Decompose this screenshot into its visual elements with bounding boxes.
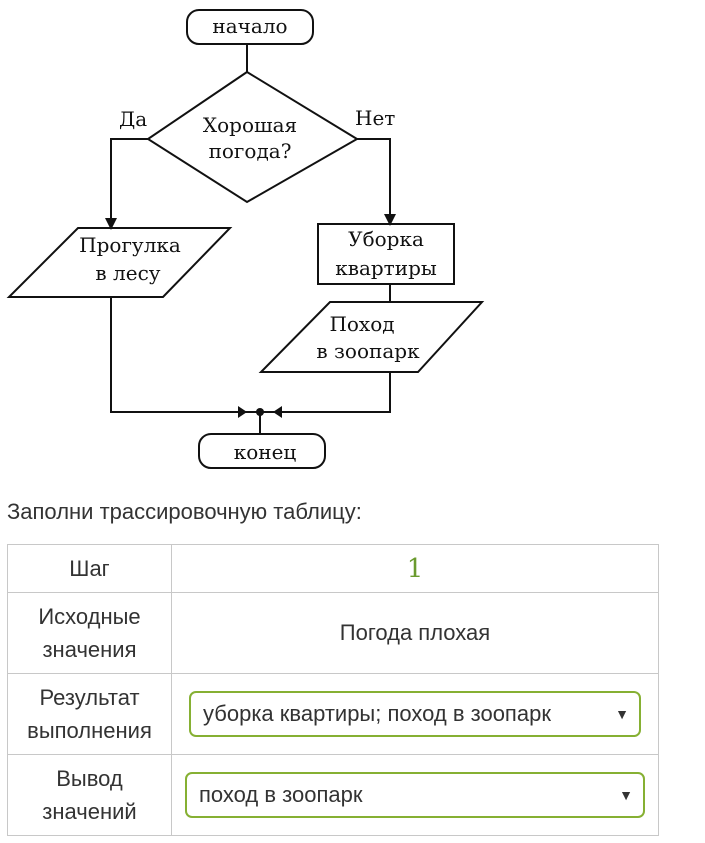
- flowchart: начало Хорошая погода? Да Нет Прогулка в…: [6, 9, 485, 469]
- instruction-text: Заполни трассировочную таблицу:: [7, 499, 362, 524]
- start-terminal: [186, 9, 314, 45]
- output-header-line1: Вывод: [56, 766, 123, 791]
- trace-table: Шаг 1 Исходные значения Погода плохая Ре…: [7, 544, 659, 836]
- output-select[interactable]: поход в зоопарк ▼: [185, 772, 645, 818]
- table-row: Результат выполнения уборка квартиры; по…: [7, 673, 659, 755]
- start-label: начало: [212, 14, 287, 38]
- walk-label-line2: в лесу: [95, 261, 160, 285]
- result-header-line1: Результат: [39, 685, 140, 710]
- zoo-label-line2: в зоопарк: [316, 339, 420, 363]
- yes-label: Да: [119, 107, 147, 131]
- table-row: Вывод значений поход в зоопарк ▼: [7, 754, 659, 836]
- step-value-cell: 1: [171, 544, 659, 593]
- zoo-parallelogram: [258, 301, 485, 373]
- table-row: Исходные значения Погода плохая: [7, 592, 659, 674]
- step-header: Шаг: [7, 544, 172, 593]
- dropdown-arrow-icon: ▼: [615, 706, 629, 722]
- cleanup-process: [317, 223, 455, 285]
- result-cell: уборка квартиры; поход в зоопарк ▼: [171, 673, 659, 755]
- decision-label-line1: Хорошая: [203, 113, 297, 137]
- dropdown-arrow-icon: ▼: [619, 787, 633, 803]
- output-header: Вывод значений: [7, 754, 172, 836]
- table-row: Шаг 1: [7, 544, 659, 593]
- decision-label-line2: погода?: [209, 139, 292, 163]
- output-header-line2: значений: [42, 799, 137, 824]
- walk-parallelogram: [6, 227, 233, 298]
- end-terminal: [198, 433, 326, 469]
- input-header-line2: значения: [42, 637, 137, 662]
- output-select-value: поход в зоопарк: [199, 782, 363, 807]
- input-header: Исходные значения: [7, 592, 172, 674]
- result-select[interactable]: уборка квартиры; поход в зоопарк ▼: [189, 691, 641, 737]
- step-number: 1: [406, 553, 424, 584]
- decision-diamond: [146, 70, 359, 204]
- input-value: Погода плохая: [171, 592, 659, 674]
- cleanup-label-line2: квартиры: [335, 256, 437, 280]
- walk-label-line1: Прогулка: [79, 233, 181, 257]
- result-header-line2: выполнения: [27, 718, 152, 743]
- no-label: Нет: [355, 106, 395, 130]
- end-label: конец: [234, 440, 297, 464]
- result-header: Результат выполнения: [7, 673, 172, 755]
- cleanup-label-line1: Уборка: [348, 227, 424, 251]
- output-cell: поход в зоопарк ▼: [171, 754, 659, 836]
- input-header-line1: Исходные: [38, 604, 141, 629]
- zoo-label-line1: Поход: [329, 312, 394, 336]
- result-select-value: уборка квартиры; поход в зоопарк: [203, 701, 551, 726]
